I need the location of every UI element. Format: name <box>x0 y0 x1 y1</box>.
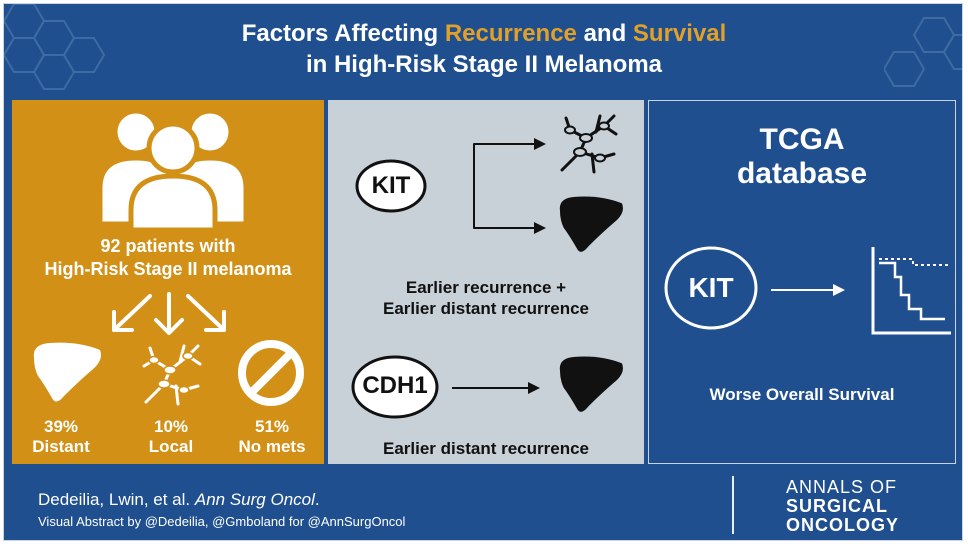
tcga-gene-kit-label: KIT <box>688 272 734 303</box>
visual-abstract: Factors Affecting Recurrence and Surviva… <box>3 3 963 541</box>
tcga-heading-line-1: TCGA <box>759 123 845 156</box>
kit-result-line-2: Earlier distant recurrence <box>383 299 589 318</box>
tcga-arrow-icon <box>771 284 845 296</box>
tcga-kit-ellipse-shape <box>664 246 758 330</box>
kit-ellipse-shape <box>355 159 427 213</box>
tcga-heading-line-2: database <box>736 157 868 190</box>
gene-kit-label: KIT <box>371 172 411 199</box>
hexagon-pattern-left-icon <box>4 4 106 90</box>
outcome-local-percent: 10% <box>153 417 189 436</box>
cdh1-ellipse-shape <box>351 355 439 419</box>
outcome-nomets-percent: 51% <box>254 417 290 436</box>
branch-arrows-icon <box>473 138 546 234</box>
title-accent-survival: Survival <box>632 20 727 47</box>
patients-panel: 92 patients with High-Risk Stage II mela… <box>12 100 324 464</box>
footer: Dedeilia, Lwin, et al. Ann Surg Oncol. V… <box>4 470 962 540</box>
logo-line-2: SURGICAL <box>786 496 888 516</box>
logo-line-3: ONCOLOGY <box>786 515 900 535</box>
liver-dark-icon-2 <box>559 356 623 412</box>
title-line-2: in High-Risk Stage II Melanoma <box>305 51 663 78</box>
visual-abstract-credit: Visual Abstract by @Dedeilia, @Gmboland … <box>38 514 406 529</box>
gene-cdh1-label: CDH1 <box>362 372 428 399</box>
citation: Dedeilia, Lwin, et al. Ann Surg Oncol. <box>38 490 320 509</box>
logo-line-1: ANNALS OF <box>786 477 898 497</box>
tcga-panel: TCGA database KIT Worse Overall Survival <box>648 100 956 464</box>
journal-logo: ANNALS OF SURGICAL ONCOLOGY <box>786 478 899 535</box>
liver-dark-icon <box>559 196 623 252</box>
outcome-nomets-label: No mets <box>238 437 306 456</box>
footer-divider <box>732 476 734 534</box>
patients-line-2: High-Risk Stage II melanoma <box>44 259 292 279</box>
survival-curve-icon <box>871 247 951 335</box>
liver-icon <box>33 342 101 402</box>
page-title: Factors Affecting Recurrence and Surviva… <box>4 18 962 80</box>
no-symbol-icon <box>238 340 304 406</box>
outcome-distant-label: Distant <box>32 437 90 456</box>
panels: 92 patients with High-Risk Stage II mela… <box>12 100 956 464</box>
kit-result-line-1: Earlier recurrence + <box>405 278 567 297</box>
patients-line-1: 92 patients with <box>100 236 236 256</box>
split-arrows-icon <box>112 292 226 335</box>
hexagon-pattern-right-icon <box>884 17 962 87</box>
cdh1-result: Earlier distant recurrence <box>383 439 589 458</box>
outcome-local-label: Local <box>148 437 194 456</box>
lymph-node-icon <box>142 344 202 406</box>
people-group-icon <box>98 108 248 230</box>
cdh1-arrow-icon <box>452 382 540 394</box>
title-accent-recurrence: Recurrence <box>444 20 577 47</box>
outcome-distant-percent: 39% <box>43 417 79 436</box>
lymph-node-dark-icon <box>560 114 618 174</box>
tcga-result: Worse Overall Survival <box>709 385 895 404</box>
journal-name: Ann Surg Oncol <box>194 490 315 509</box>
title-line-1: Factors Affecting Recurrence and Surviva… <box>241 20 727 47</box>
genes-panel: KIT <box>328 100 644 464</box>
